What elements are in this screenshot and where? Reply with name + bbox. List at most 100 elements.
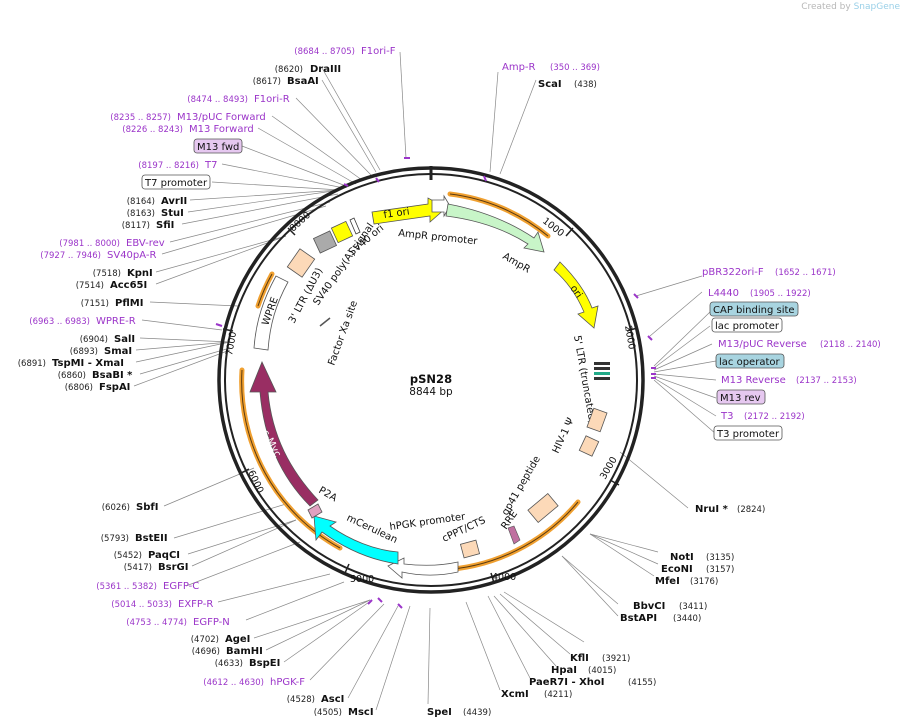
plasmid-size: 8844 bp: [409, 386, 453, 398]
lac-promoter-box[interactable]: [711, 317, 783, 333]
rre-feature[interactable]: [527, 492, 559, 524]
site-coord-draiii: (8620): [275, 65, 303, 75]
m13-fwd-box[interactable]: [193, 138, 243, 154]
p2a-feature[interactable]: [307, 503, 323, 519]
primer-f1ori-r[interactable]: F1ori-R: [254, 94, 290, 105]
m13-rev-box[interactable]: [716, 389, 766, 405]
site-coord-fspai: (6806): [65, 383, 93, 393]
primer-egfp-n[interactable]: EGFP-N: [193, 617, 230, 628]
t7-promoter-mark[interactable]: [349, 217, 361, 235]
site-msci[interactable]: MscI: [348, 707, 374, 718]
site-paer7i-xhoi[interactable]: PaeR7I - XhoI: [529, 677, 605, 688]
site-coord-tspmi-xmai: (6891): [18, 359, 46, 369]
site-bamhi[interactable]: BamHI: [226, 646, 263, 657]
cap-binding-site-label: CAP binding site: [713, 305, 795, 316]
site-econi[interactable]: EcoNI: [661, 564, 693, 575]
site-bsaai[interactable]: BsaAI: [287, 76, 319, 87]
site-draiii[interactable]: DraIII: [310, 64, 341, 75]
site-coord-nrui: (2824): [737, 505, 765, 515]
primer-sv40pa-r[interactable]: SV40pA-R: [107, 250, 156, 261]
site-bspei[interactable]: BspEI: [249, 658, 280, 669]
site-coord-bstapi: (3440): [673, 614, 701, 624]
tick-4000: 4000: [492, 572, 516, 583]
primer-coord-pbr322ori-f: (1652 .. 1671): [775, 268, 836, 278]
site-tspmi-xmai[interactable]: TspMI - XmaI: [52, 358, 124, 369]
sv40-ori-feature[interactable]: [330, 220, 354, 244]
ltr5-feature[interactable]: [586, 407, 608, 433]
lac-region-markers: [594, 362, 610, 380]
t7-promoter-box[interactable]: [141, 174, 211, 190]
site-kfli[interactable]: KflI: [570, 653, 589, 664]
ori-feature[interactable]: [553, 261, 599, 329]
site-coord-xcmi: (4211): [544, 690, 572, 700]
gp41-peptide-feature[interactable]: [507, 525, 521, 545]
primer-coord-egfp-c: (5361 .. 5382): [96, 582, 157, 592]
site-mfei[interactable]: MfeI: [655, 576, 680, 587]
site-asci[interactable]: AscI: [321, 694, 344, 705]
primer-m13-forward[interactable]: M13 Forward: [189, 124, 254, 135]
bottom-site-labels: KflI (3921) HpaI (4015) PaeR7I - XhoI (4…: [427, 653, 656, 718]
site-noti[interactable]: NotI: [670, 552, 694, 563]
cmyc-feature[interactable]: [249, 360, 319, 507]
primer-ebv-rev[interactable]: EBV-rev: [126, 238, 165, 249]
m13-rev-label: M13 rev: [720, 393, 761, 404]
lac-operator-box[interactable]: [715, 353, 785, 369]
primer-l4440[interactable]: L4440: [708, 288, 739, 299]
site-bsabi[interactable]: BsaBI *: [92, 370, 133, 381]
site-bsrgi[interactable]: BsrGI: [158, 562, 188, 573]
site-acc65i[interactable]: Acc65I: [110, 280, 147, 291]
site-coord-mfei: (3176): [690, 577, 718, 587]
site-spei[interactable]: SpeI: [427, 707, 452, 718]
site-bsteii[interactable]: BstEII: [135, 533, 168, 544]
primer-m13-reverse[interactable]: M13 Reverse: [721, 375, 786, 386]
site-avrii[interactable]: AvrII: [161, 196, 187, 207]
hpgk-promoter-arrow[interactable]: [387, 557, 459, 579]
ltr3-feature[interactable]: [286, 248, 316, 278]
primer-t3[interactable]: T3: [720, 411, 733, 422]
tick-5000: 5000: [350, 574, 374, 585]
t3-promoter-box[interactable]: [713, 425, 783, 441]
primer-coord-sv40pa-r: (7927 .. 7946): [40, 251, 101, 261]
cppt-feature[interactable]: [459, 539, 481, 559]
site-coord-asci: (4528): [287, 695, 315, 705]
site-paqci[interactable]: PaqCI: [148, 550, 180, 561]
site-nrui[interactable]: NruI *: [695, 504, 729, 515]
site-agei[interactable]: AgeI: [225, 634, 250, 645]
site-bstapi[interactable]: BstAPI: [620, 613, 657, 624]
primer-egfp-c[interactable]: EGFP-C: [163, 581, 199, 592]
sv40-polya-feature[interactable]: [312, 230, 338, 254]
site-fspai[interactable]: FspAI: [99, 382, 130, 393]
ampr-feature[interactable]: [445, 203, 545, 253]
primer-exfp-r[interactable]: EXFP-R: [178, 599, 213, 610]
primer-pbr322ori-f[interactable]: pBR322ori-F: [702, 267, 764, 278]
site-kpni[interactable]: KpnI: [127, 268, 153, 279]
site-coord-econi: (3157): [706, 565, 734, 575]
t7-promoter-label: T7 promoter: [144, 178, 208, 189]
site-coord-agei: (4702): [191, 635, 219, 645]
snapgene-credit: Created by SnapGene: [801, 2, 900, 12]
site-coord-bsteii: (5793): [101, 534, 129, 544]
site-smai[interactable]: SmaI: [104, 346, 132, 357]
hiv-psi-feature[interactable]: [578, 435, 600, 457]
site-scai[interactable]: ScaI: [538, 79, 562, 90]
primer-amp-r[interactable]: Amp-R: [502, 62, 536, 73]
primer-wpre-r[interactable]: WPRE-R: [96, 316, 136, 327]
wpre-feature[interactable]: [253, 275, 289, 351]
primer-m13puc-forward[interactable]: M13/pUC Forward: [177, 112, 266, 123]
site-sfii[interactable]: SfiI: [156, 220, 174, 231]
site-stui[interactable]: StuI: [161, 208, 184, 219]
site-xcmi[interactable]: XcmI: [501, 689, 529, 700]
primer-f1ori-f[interactable]: F1ori-F: [361, 46, 396, 57]
f1-ori-feature[interactable]: [371, 197, 447, 225]
site-bbvci[interactable]: BbvCI: [633, 601, 665, 612]
left-site-labels: (8620) DraIII (8617) BsaAI (8164) AvrII …: [18, 64, 374, 718]
site-pflmi[interactable]: PflMI: [115, 298, 143, 309]
primer-hpgk-f[interactable]: hPGK-F: [270, 677, 305, 688]
site-sbfi[interactable]: SbfI: [136, 502, 158, 513]
primer-markers: [215, 157, 656, 609]
cap-binding-site-box[interactable]: [709, 301, 799, 317]
site-hpai[interactable]: HpaI: [551, 665, 577, 676]
primer-m13puc-reverse[interactable]: M13/pUC Reverse: [718, 339, 807, 350]
primer-t7[interactable]: T7: [204, 160, 217, 171]
site-sali[interactable]: SalI: [114, 334, 135, 345]
